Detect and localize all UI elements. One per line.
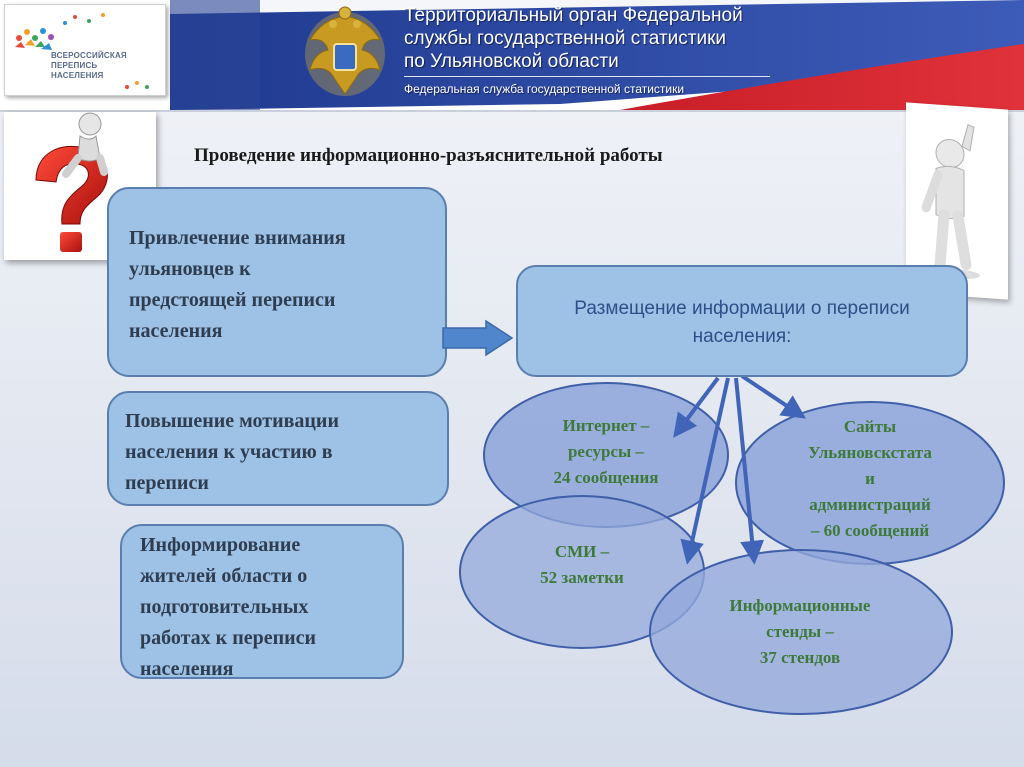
channel-line: 24 сообщения — [536, 465, 676, 491]
connector-arrow — [742, 376, 802, 416]
channel-line: Сайты — [780, 414, 960, 440]
placement-box-line-2: населения: — [518, 323, 966, 351]
channel-line: – 60 сообщений — [780, 518, 960, 544]
channel-media-text: СМИ – 52 заметки — [512, 539, 652, 591]
channel-line: администраций — [780, 492, 960, 518]
channel-line: Информационные — [700, 593, 900, 619]
placement-box-line-1: Размещение информации о переписи — [518, 295, 966, 323]
channel-line: Ульяновскстата — [780, 440, 960, 466]
channel-line: СМИ – — [512, 539, 652, 565]
placement-box: Размещение информации о переписи населен… — [516, 265, 968, 377]
channel-line: 52 заметки — [512, 565, 652, 591]
channel-sites-text: Сайты Ульяновскстата и администраций – 6… — [780, 414, 960, 544]
channel-internet-text: Интернет – ресурсы – 24 сообщения — [536, 413, 676, 491]
channel-line: стенды – — [700, 619, 900, 645]
channel-line: Интернет – — [536, 413, 676, 439]
channel-stands-text: Информационные стенды – 37 стендов — [700, 593, 900, 671]
channel-line: и — [780, 466, 960, 492]
channel-line: ресурсы – — [536, 439, 676, 465]
channel-line: 37 стендов — [700, 645, 900, 671]
